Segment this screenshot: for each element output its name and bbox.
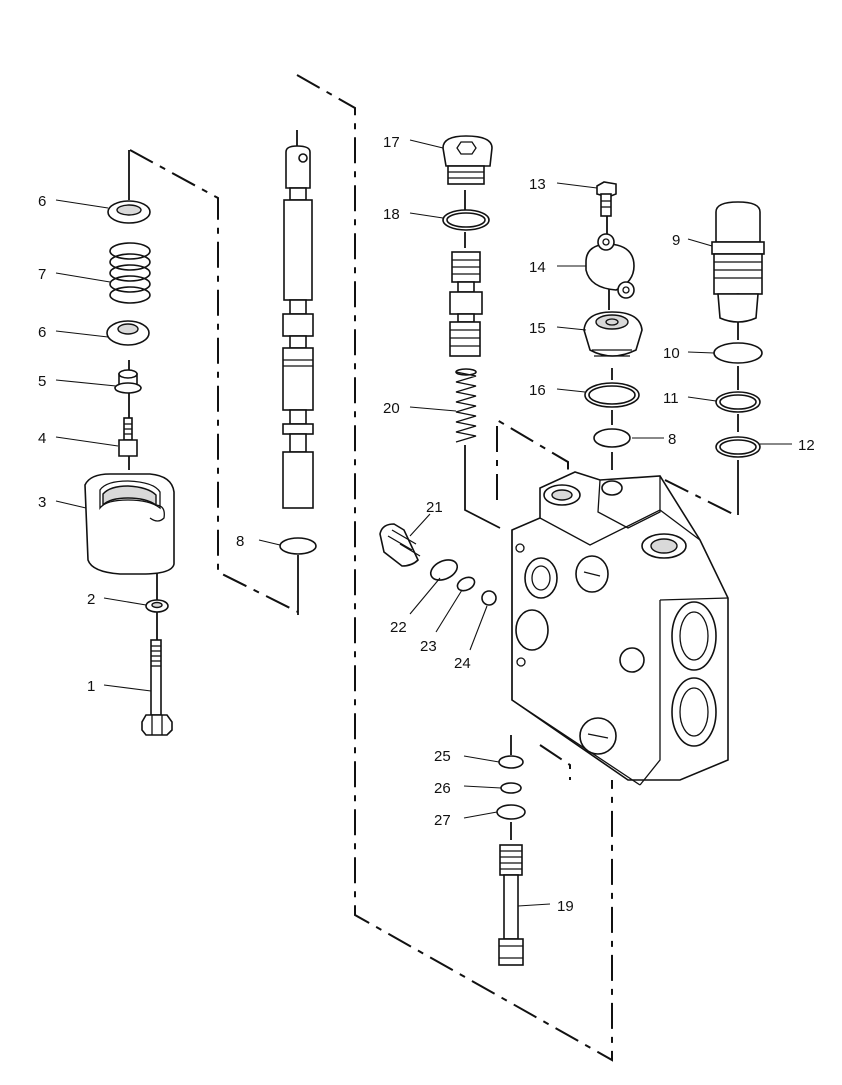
part-12-oring[interactable]: [715, 436, 761, 458]
part-3-cap-housing[interactable]: [84, 473, 175, 575]
label-16: 16: [529, 382, 546, 399]
label-8-cover: 8: [668, 431, 676, 448]
main-spool[interactable]: [282, 145, 314, 509]
relief-valve-poppet[interactable]: [449, 251, 483, 357]
bottom-assembly-guides: [510, 735, 571, 840]
part-18-seal-ring[interactable]: [442, 209, 490, 231]
part-7-spring[interactable]: [109, 242, 151, 304]
label-15: 15: [529, 320, 546, 337]
part-8-cover-oring[interactable]: [593, 428, 631, 448]
label-4: 4: [38, 430, 46, 447]
label-2: 2: [87, 591, 95, 608]
part-20-spring[interactable]: [455, 368, 477, 443]
label-5: 5: [38, 373, 46, 390]
part-13-capscrew[interactable]: [596, 181, 617, 217]
part-2-washer[interactable]: [145, 599, 169, 613]
label-19: 19: [557, 898, 574, 915]
right-assembly-guides: [606, 210, 739, 516]
label-1: 1: [87, 678, 95, 695]
label-14: 14: [529, 259, 546, 276]
part-14-flange-plate[interactable]: [585, 233, 635, 299]
part-21-check-plug[interactable]: [379, 523, 421, 567]
label-20: 20: [383, 400, 400, 417]
label-21: 21: [426, 499, 443, 516]
part-15-cover[interactable]: [583, 311, 643, 357]
label-6-upper: 6: [38, 193, 46, 210]
label-17: 17: [383, 134, 400, 151]
part-1-bolt[interactable]: [141, 639, 173, 736]
label-23: 23: [420, 638, 437, 655]
label-7: 7: [38, 266, 46, 283]
label-27: 27: [434, 812, 451, 829]
part-11-backup-ring[interactable]: [715, 391, 761, 413]
label-13: 13: [529, 176, 546, 193]
part-6-upper-retainer[interactable]: [107, 200, 151, 224]
part-5-bushing[interactable]: [114, 369, 142, 394]
label-10: 10: [663, 345, 680, 362]
label-26: 26: [434, 780, 451, 797]
part-number-labels: 1 2 3 4 5 6 7 6 8 17 18 20 13 14 15 16 8…: [38, 134, 815, 915]
part-19-plunger[interactable]: [498, 844, 524, 966]
part-23-backup-ring[interactable]: [455, 575, 476, 593]
label-9: 9: [672, 232, 680, 249]
part-6-lower-retainer[interactable]: [106, 320, 150, 346]
part-17-plug[interactable]: [442, 135, 493, 185]
part-24-ball[interactable]: [481, 590, 497, 606]
label-6-lower: 6: [38, 324, 46, 341]
part-9-cartridge-valve[interactable]: [711, 201, 765, 323]
label-18: 18: [383, 206, 400, 223]
part-16-seal-ring[interactable]: [584, 382, 640, 408]
part-27-oring[interactable]: [496, 804, 526, 820]
part-25-oring[interactable]: [498, 755, 524, 769]
center-assembly-guides: [464, 190, 569, 529]
label-12: 12: [798, 437, 815, 454]
part-8-spool-oring[interactable]: [279, 537, 317, 555]
label-22: 22: [390, 619, 407, 636]
label-3: 3: [38, 494, 46, 511]
label-8-spool: 8: [236, 533, 244, 550]
part-26-oring[interactable]: [500, 782, 522, 794]
leader-lines: [55, 139, 792, 907]
label-11: 11: [663, 390, 679, 407]
label-24: 24: [454, 655, 471, 672]
valve-body[interactable]: [511, 471, 729, 786]
label-25: 25: [434, 748, 451, 765]
part-4-stud[interactable]: [118, 417, 138, 457]
part-10-oring[interactable]: [713, 342, 763, 364]
part-22-oring[interactable]: [428, 556, 461, 584]
